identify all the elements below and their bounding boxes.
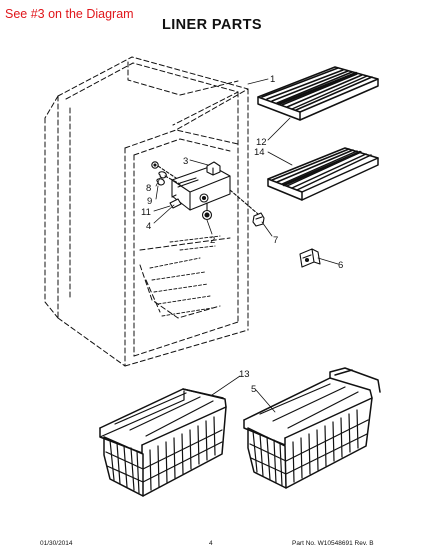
footer-page-number: 4 [209, 540, 213, 547]
freezer-liner [44, 56, 249, 367]
callout-5: 5 [251, 384, 256, 395]
callout-6: 6 [338, 260, 343, 271]
callout-14: 14 [254, 147, 265, 158]
callout-13: 13 [239, 369, 250, 380]
freezer-basket-5 [243, 367, 381, 489]
callout-labels: 1 12 14 3 8 9 11 4 2 7 6 13 5 [141, 74, 343, 395]
wire-shelf-upper [257, 66, 379, 121]
page-title: LINER PARTS [162, 17, 262, 33]
leader-lines [153, 78, 339, 413]
part-7-clip [252, 212, 265, 227]
callout-1: 1 [270, 74, 275, 85]
callout-9: 9 [147, 196, 152, 207]
callout-11: 11 [141, 207, 151, 218]
liner-ribs [149, 235, 221, 317]
callout-4: 4 [146, 221, 151, 232]
callout-3: 3 [183, 156, 188, 167]
callout-8: 8 [146, 183, 151, 194]
footer-date: 01/30/2014 [40, 540, 73, 547]
callout-12: 12 [256, 137, 267, 148]
part-6-socket [299, 248, 321, 268]
footer-part-number: Part No. W10548691 Rev. B [292, 540, 374, 547]
freezer-basket-13 [99, 388, 227, 497]
wire-shelf-lower [267, 147, 379, 201]
control-bracket-assembly [151, 161, 259, 221]
callout-2: 2 [210, 235, 215, 246]
diagram-note: See #3 on the Diagram [5, 7, 134, 21]
callout-7: 7 [273, 235, 278, 246]
